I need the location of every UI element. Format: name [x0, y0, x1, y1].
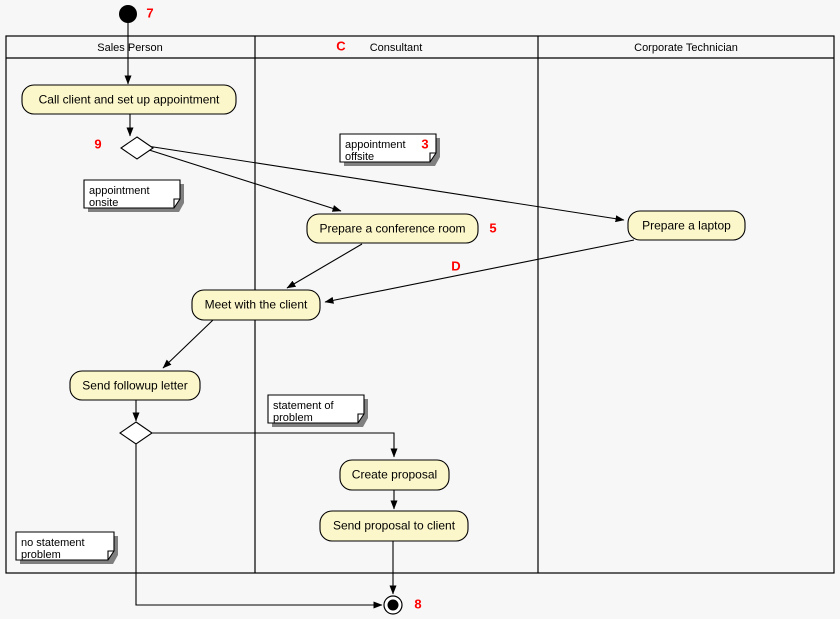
activity-prepare-laptop-box — [627, 210, 746, 241]
activity-send-proposal-to-client-box — [319, 510, 469, 542]
note-no-statement-problem: no statement problem — [15, 531, 118, 564]
marker-8: 8 — [414, 596, 421, 611]
activity-create-proposal[interactable]: Create proposal — [339, 459, 450, 491]
marker-9: 9 — [94, 136, 101, 151]
start-node-circle — [119, 5, 137, 23]
flow-decision-to-prepare-laptop — [146, 145, 625, 223]
note-statement-of-problem-line-2: problem — [273, 412, 313, 424]
decision-appointment-diamond — [120, 136, 154, 160]
marker-c: C — [336, 38, 346, 53]
marker-3: 3 — [421, 136, 428, 151]
swimlane-title-corporate-technician: Corporate Technician — [634, 42, 738, 54]
note-statement-of-problem: statement of problem — [267, 394, 368, 427]
activity-send-followup-letter-label: Send followup letter — [82, 379, 187, 393]
start-node[interactable] — [119, 5, 137, 23]
activity-send-followup-letter[interactable]: Send followup letter — [69, 370, 201, 401]
note-no-statement-problem-line-1: no statement — [21, 537, 85, 549]
flow-decision-to-prepare-conference-room — [145, 148, 342, 212]
note-appointment-onsite-line-1: appointment — [89, 185, 150, 197]
note-statement-of-problem-line-1: statement of — [273, 400, 334, 412]
decision-statement-diamond — [119, 421, 153, 445]
marker-5: 5 — [489, 220, 496, 235]
note-no-statement-problem-fold — [107, 550, 114, 560]
note-appointment-onsite-line-2: onsite — [89, 197, 118, 209]
note-appointment-offsite-line-1: appointment — [345, 139, 406, 151]
swimlane-outer-frame — [5, 35, 835, 574]
activity-prepare-laptop-label: Prepare a laptop — [642, 219, 731, 233]
activity-send-proposal-to-client-label: Send proposal to client — [333, 519, 456, 533]
flow-decision-to-create-proposal — [152, 432, 398, 458]
activity-call-client[interactable]: Call client and set up appointment — [21, 84, 237, 115]
flow-edges-group — [124, 23, 635, 609]
activity-send-proposal-to-client[interactable]: Send proposal to client — [319, 510, 469, 542]
flow-meet-client-to-followup-letter — [162, 319, 214, 369]
swimlane-title-consultant: Consultant — [370, 42, 423, 54]
activity-send-followup-letter-box — [69, 370, 201, 401]
activity-meet-with-client-box — [191, 289, 321, 321]
note-appointment-onsite: appointment onsite — [83, 179, 184, 212]
note-no-statement-problem-body — [15, 531, 115, 561]
end-node-inner-dot — [387, 599, 399, 611]
end-node[interactable] — [383, 595, 403, 615]
note-appointment-offsite-line-2: offsite — [345, 151, 374, 163]
flow-laptop-to-meet-client — [324, 239, 635, 304]
activity-prepare-conference-room-label: Prepare a conference room — [319, 222, 465, 236]
flow-conference-room-to-meet-client — [286, 243, 363, 289]
swimlane-title-sales-person: Sales Person — [97, 42, 162, 54]
note-statement-of-problem-body — [267, 394, 365, 424]
note-appointment-offsite: appointment offsite 3 — [339, 133, 440, 166]
note-no-statement-problem-line-2: problem — [21, 549, 61, 561]
note-appointment-onsite-body — [83, 179, 181, 209]
activity-call-client-box — [21, 84, 237, 115]
note-appointment-offsite-fold — [429, 152, 436, 162]
note-appointment-offsite-body — [339, 133, 437, 163]
note-statement-of-problem-fold — [357, 413, 364, 423]
flow-decision-to-end-node — [135, 444, 383, 609]
marker-d: D — [451, 258, 460, 273]
activity-meet-with-client[interactable]: Meet with the client — [191, 289, 321, 321]
activity-prepare-laptop[interactable]: Prepare a laptop — [627, 210, 746, 241]
swimlane-frame-group: Sales Person Consultant Corporate Techni… — [5, 35, 835, 574]
activity-meet-with-client-label: Meet with the client — [205, 298, 308, 312]
activity-prepare-conference-room[interactable]: Prepare a conference room — [306, 213, 479, 244]
marker-7: 7 — [146, 5, 153, 20]
activity-prepare-conference-room-box — [306, 213, 479, 244]
decision-appointment-location[interactable] — [120, 136, 154, 160]
activity-call-client-label: Call client and set up appointment — [39, 93, 220, 107]
activity-create-proposal-box — [339, 459, 450, 491]
note-appointment-onsite-fold — [173, 198, 180, 208]
decision-statement-of-problem[interactable] — [119, 421, 153, 445]
activity-create-proposal-label: Create proposal — [352, 468, 437, 482]
